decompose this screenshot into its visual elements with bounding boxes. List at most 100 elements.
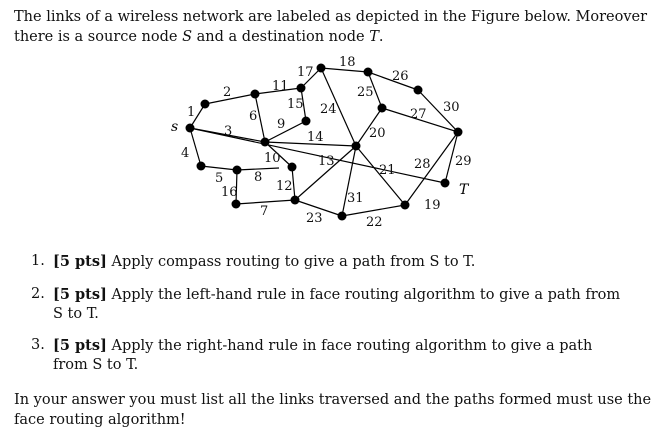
edge-18 (320, 67, 369, 73)
edge-label: 24 (320, 102, 337, 117)
question-1: 1. [5 pts] Apply compass routing to give… (31, 252, 631, 272)
edge-label: 27 (410, 107, 427, 122)
edge-label: 25 (357, 85, 374, 100)
network-figure: 1 2 3 4 5 6 7 8 9 10 11 12 13 14 15 16 1… (171, 55, 472, 230)
edge-label: 29 (455, 154, 472, 169)
edge-label: 22 (366, 215, 383, 230)
edge-27 (381, 107, 459, 133)
edge-label: 17 (297, 65, 314, 80)
edge-1 (189, 103, 206, 129)
edge-labels: 1 2 3 4 5 6 7 8 9 10 11 12 13 14 15 16 1… (181, 55, 472, 230)
edge-30 (417, 89, 459, 133)
edge-11 (254, 87, 302, 95)
edge-12 (291, 166, 296, 201)
question-points: [5 pts] (53, 286, 107, 303)
question-points: [5 pts] (53, 253, 107, 270)
edge-10 (264, 141, 293, 168)
node (296, 83, 306, 93)
question-number: 1. (31, 253, 45, 269)
edge-label: 23 (306, 211, 323, 226)
edge-label: 13 (318, 154, 335, 169)
node (196, 161, 206, 171)
edge-label: 3 (224, 124, 232, 139)
node (290, 195, 300, 205)
edge-2 (204, 93, 256, 105)
edge-label: 30 (443, 100, 460, 115)
edge-label: 11 (272, 79, 289, 94)
network-edges (189, 67, 459, 217)
edge-label: 20 (369, 126, 386, 141)
intro-text-2: and a destination node (192, 29, 370, 45)
node (301, 116, 311, 126)
edge-label: 14 (307, 130, 324, 145)
node (316, 63, 326, 73)
edge-label: 26 (392, 69, 409, 84)
node (351, 141, 361, 151)
edge-label: 18 (339, 55, 356, 70)
dest-node-label: T (459, 182, 470, 198)
edge-21 (355, 145, 406, 206)
footer-instruction: In your answer you must list all the lin… (14, 392, 652, 428)
node (232, 165, 242, 175)
node-t (440, 178, 450, 188)
edge-label: 9 (277, 117, 285, 132)
edge-17 (300, 67, 322, 89)
edge-label: 31 (347, 191, 364, 206)
edge-25 (367, 71, 383, 109)
node (453, 127, 463, 137)
edge-16 (235, 169, 238, 205)
edge-24 (320, 67, 357, 147)
question-2: 2. [5 pts] Apply the left-hand rule in f… (31, 285, 631, 324)
edge-label: 15 (287, 97, 304, 112)
question-text: Apply compass routing to give a path fro… (106, 254, 476, 270)
edge-label: 19 (424, 198, 441, 213)
edge-label: 21 (379, 163, 396, 178)
edge-28 (404, 131, 459, 206)
edge-label: 5 (215, 171, 223, 186)
edge-7 (235, 199, 296, 205)
edge-label: 7 (260, 204, 268, 219)
edge-13 (189, 127, 446, 184)
source-node-label: s (171, 119, 178, 135)
question-3: 3. [5 pts] Apply the right-hand rule in … (31, 336, 631, 375)
node (231, 199, 241, 209)
edge-19 (341, 204, 406, 217)
edge-label: 2 (223, 85, 231, 100)
question-number: 2. (31, 286, 45, 302)
edge-label: 10 (264, 151, 281, 166)
question-text: Apply the left-hand rule in face routing… (53, 287, 621, 322)
intro-dest-symbol: T (369, 29, 379, 45)
edge-23 (294, 145, 357, 201)
edge-22 (294, 199, 343, 217)
edge-8 (236, 167, 280, 171)
edge-9 (264, 120, 307, 143)
edge-label: 1 (187, 105, 195, 120)
edge-14 (264, 141, 357, 147)
node (260, 137, 270, 147)
intro-paragraph: The links of a wireless network are labe… (14, 7, 654, 47)
edge-5 (200, 165, 238, 171)
question-number: 3. (31, 337, 45, 353)
edge-31 (341, 145, 357, 217)
edge-29 (444, 131, 459, 184)
edge-label: 6 (249, 109, 257, 124)
node (413, 85, 423, 95)
intro-text-1: The links of a wireless network are labe… (14, 9, 648, 45)
edge-15 (300, 87, 307, 122)
node (200, 99, 210, 109)
intro-text-3: . (378, 29, 384, 45)
question-text: Apply the right-hand rule in face routin… (53, 338, 593, 373)
node (250, 89, 260, 99)
node-s (185, 123, 195, 133)
question-points: [5 pts] (53, 337, 107, 354)
intro-source-symbol: S (182, 29, 193, 45)
edge-26 (367, 71, 419, 91)
edge-6 (254, 93, 266, 143)
edge-20 (355, 107, 383, 147)
edge-label: 12 (276, 179, 293, 194)
edge-label: 16 (221, 185, 238, 200)
node (377, 103, 387, 113)
edge-label: 28 (414, 157, 431, 172)
node (287, 162, 297, 172)
node (363, 67, 373, 77)
